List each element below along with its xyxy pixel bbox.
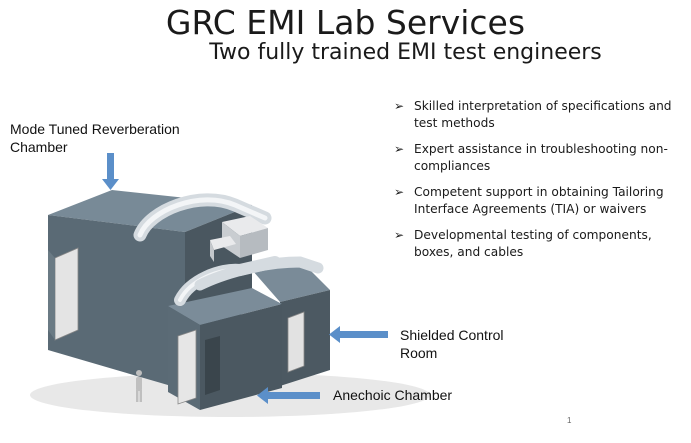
arrow-anechoic [257,387,320,404]
person-figure [136,370,142,402]
reverb-door [54,247,79,341]
arrow-reverb [102,153,119,190]
services-list: ➢ Skilled interpretation of specificatio… [394,98,684,270]
page-title: GRC EMI Lab Services [165,3,526,42]
list-item: ➢ Developmental testing of components, b… [394,227,684,261]
list-item-text: Competent support in obtaining Tailoring… [414,185,664,216]
air-handler-boxes [210,216,268,262]
list-item: ➢ Competent support in obtaining Tailori… [394,184,684,218]
arrow-bullet-icon: ➢ [394,99,405,113]
arrow-control [329,326,388,343]
anechoic-top [168,288,282,325]
label-anechoic-chamber: Anechoic Chamber [333,387,453,403]
control-front [280,290,330,386]
anechoic-chamber [168,288,282,410]
list-item-text: Developmental testing of components, box… [414,228,652,259]
list-item: ➢ Expert assistance in troubleshooting n… [394,141,684,175]
ventilation-ducts [133,193,324,306]
page-number: 1 [567,416,572,425]
label-reverberation-chamber: Mode Tuned Reverberation Chamber [10,121,180,155]
anechoic-door [177,329,197,405]
page-subtitle: Two fully trained EMI test engineers [209,40,602,65]
reverb-front [48,215,185,390]
list-item-text: Skilled interpretation of specifications… [414,99,672,130]
list-item: ➢ Skilled interpretation of specificatio… [394,98,684,132]
control-door [287,311,305,373]
anechoic-side [200,304,282,410]
arrow-bullet-icon: ➢ [394,228,405,242]
arrow-bullet-icon: ➢ [394,185,405,199]
label-shielded-control-room: Shielded Control Room [400,327,504,361]
list-item-text: Expert assistance in troubleshooting non… [414,142,668,173]
arrow-bullet-icon: ➢ [394,142,405,156]
